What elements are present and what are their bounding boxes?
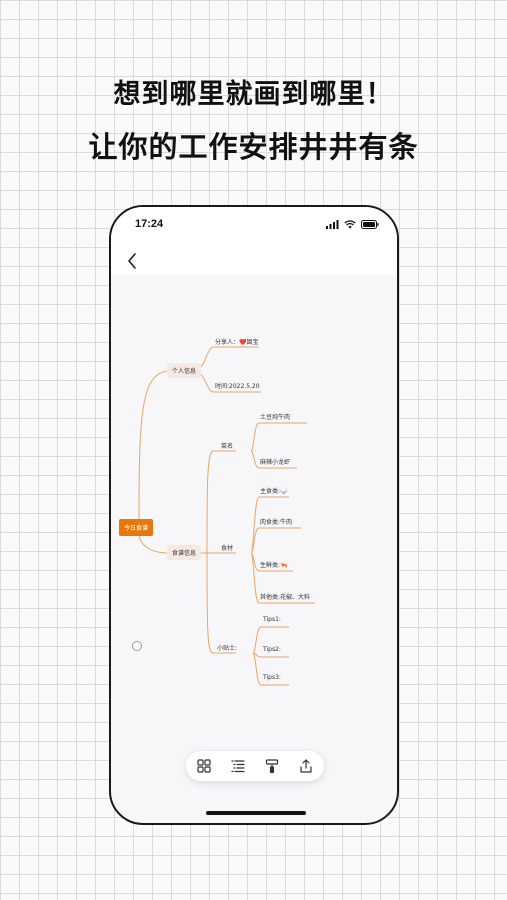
headline-line-2: 让你的工作安排井井有条 [88,130,419,164]
node-ingredient-staple[interactable]: 主食类:🍚 [260,488,288,495]
node-ingredient-other[interactable]: 其他类:花椒、大料 [260,594,311,601]
node-tip-2[interactable]: Tips2: [263,646,281,653]
back-chevron-icon[interactable] [121,249,145,273]
outline-list-icon[interactable] [230,758,246,774]
node-sharer[interactable]: 分享人：❤️囡宝 [215,339,259,346]
node-ingredients[interactable]: 食材 [221,545,234,552]
signal-icon [326,220,339,229]
node-date[interactable]: 时间:2022.5.20 [215,383,260,390]
node-tip-3[interactable]: Tips3: [263,674,281,681]
node-dish-2[interactable]: 麻辣小龙虾 [260,459,291,466]
node-recipe-info[interactable]: 食谱信息 [167,545,202,560]
node-dish-1[interactable]: 土豆炖牛肉 [260,414,291,421]
wifi-icon [344,220,356,229]
headline-line-1: 想到哪里就画到哪里！ [113,79,394,110]
node-ingredient-seafood[interactable]: 生鲜类:🦐 [260,562,288,569]
grid-icon[interactable] [196,758,212,774]
mindmap-connectors [138,346,315,686]
status-icons [326,220,379,229]
phone-frame: 17:24 [109,205,399,825]
node-tips[interactable]: 小贴士: [217,645,238,652]
mindmap-canvas[interactable]: 今日食谱 个人信息 分享人：❤️囡宝 时间:2022.5.20 食谱信息 菜名 … [111,275,397,823]
battery-icon [361,220,379,229]
bottom-toolbar [186,751,324,781]
paint-roller-icon[interactable] [264,758,280,774]
mindmap-root-node[interactable]: 今日食谱 [119,519,154,536]
node-tip-1[interactable]: Tips1: [263,616,281,623]
node-personal-info[interactable]: 个人信息 [167,363,202,378]
share-icon[interactable] [298,758,314,774]
status-time: 17:24 [135,218,164,230]
node-dish-name[interactable]: 菜名 [221,443,234,450]
collapse-handle[interactable] [132,641,142,651]
node-ingredient-meat[interactable]: 肉食类:牛肉 [260,519,293,526]
status-bar: 17:24 [111,207,397,247]
nav-bar [111,243,397,275]
home-indicator[interactable] [206,811,306,815]
